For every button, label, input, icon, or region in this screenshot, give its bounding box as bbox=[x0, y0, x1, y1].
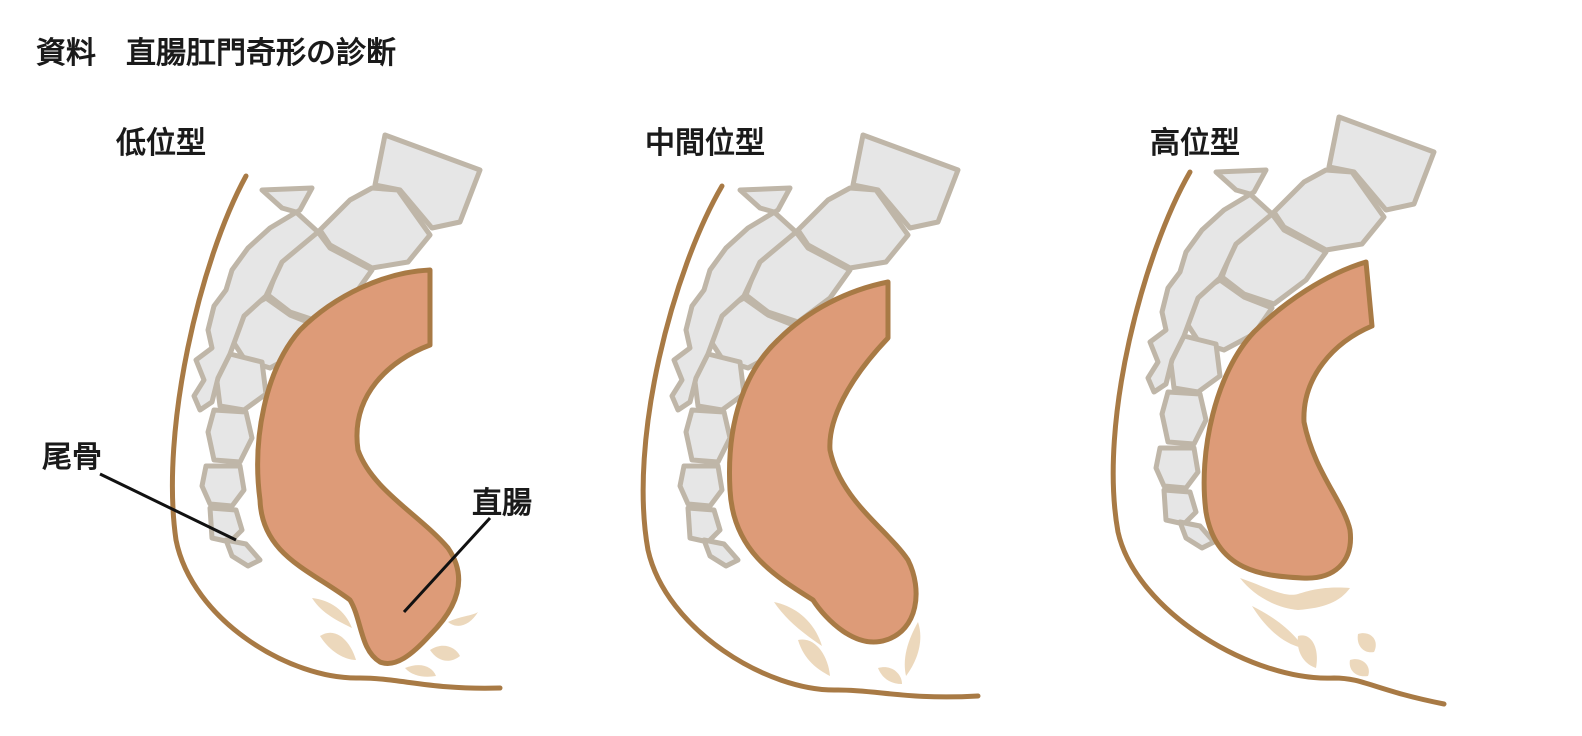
sphincter-muscle-high bbox=[1240, 578, 1376, 677]
panel-low-diagram bbox=[169, 135, 503, 691]
panel-label-high: 高位型 bbox=[1150, 126, 1240, 161]
coccyx-leader-line bbox=[99, 472, 237, 542]
coccyx-label: 尾骨 bbox=[42, 440, 102, 475]
panel-high-diagram bbox=[1110, 117, 1447, 707]
sphincter-muscle-intermediate bbox=[774, 602, 921, 684]
rectum-low bbox=[255, 267, 462, 666]
rectum-label: 直腸 bbox=[472, 486, 532, 521]
panel-label-low: 低位型 bbox=[116, 126, 206, 161]
panel-label-intermediate: 中間位型 bbox=[645, 126, 765, 161]
body-outline-low bbox=[169, 173, 503, 691]
page-title: 資料 直腸肛門奇形の診断 bbox=[36, 36, 396, 71]
panel-intermediate-diagram bbox=[640, 135, 981, 700]
rectum-intermediate bbox=[726, 279, 919, 645]
rectum-high bbox=[1201, 259, 1375, 581]
sphincter-muscle-low bbox=[312, 598, 478, 677]
body-outline-high bbox=[1110, 169, 1447, 707]
body-outline-intermediate bbox=[640, 183, 981, 700]
rectum-leader-line bbox=[402, 516, 492, 614]
